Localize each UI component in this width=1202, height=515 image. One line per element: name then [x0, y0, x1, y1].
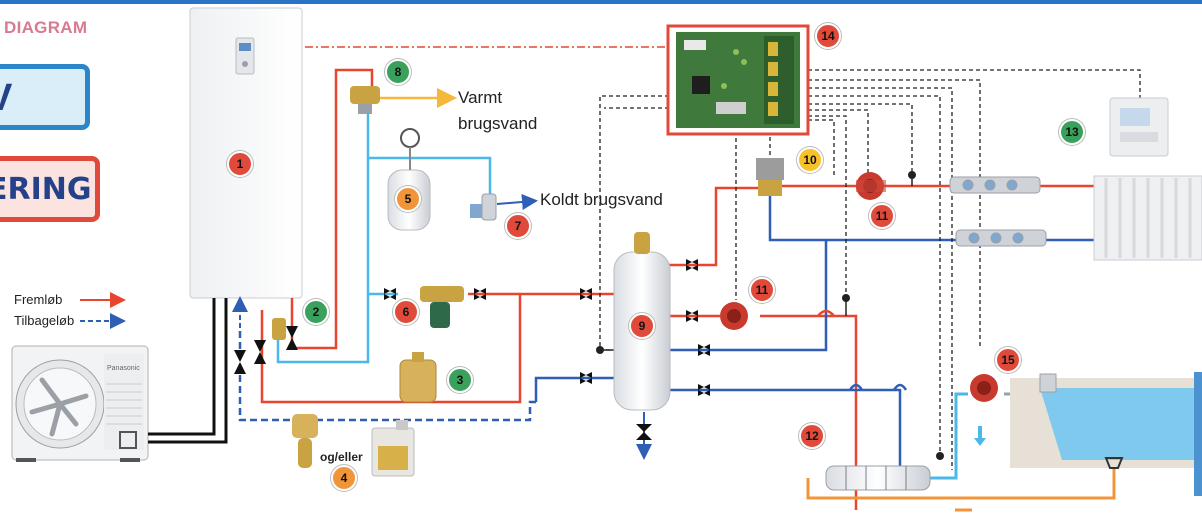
callout-number: 8 [394, 65, 402, 79]
cold-water-lines [276, 108, 492, 364]
callout-3: 3 [447, 367, 473, 393]
callout-10: 10 [797, 147, 823, 173]
callout-number: 13 [1065, 125, 1079, 139]
hot-water-label-line2: brugsvand [458, 114, 538, 133]
callout-number: 5 [404, 192, 412, 206]
floor-manifolds [949, 176, 1047, 247]
hot-water-label-line1: Varmt [458, 88, 503, 107]
expansion-vessel [387, 128, 431, 231]
callout-number: 11 [875, 209, 889, 223]
callout-number: 15 [1001, 353, 1015, 367]
outdoor-unit [11, 345, 149, 462]
pump-icon [720, 302, 748, 330]
callout-number: 12 [805, 429, 819, 443]
callout-2: 2 [303, 299, 329, 325]
callout-12: 12 [799, 423, 825, 449]
controller-board [666, 24, 810, 136]
three-way-valve-10 [756, 158, 784, 196]
cold-water-valve [470, 193, 497, 221]
callout-15: 15 [995, 347, 1021, 373]
callout-number: 7 [514, 219, 522, 233]
return-dashed-line [238, 330, 536, 422]
callout-number: 4 [340, 471, 348, 485]
and-or-label: og/eller [320, 450, 363, 464]
callout-number: 14 [821, 29, 835, 43]
callout-11: 11 [749, 277, 775, 303]
dhw-mixing-valve [350, 86, 380, 114]
callout-7: 7 [505, 213, 531, 239]
thermostat-icon [1109, 97, 1169, 157]
callout-8: 8 [385, 59, 411, 85]
callout-6: 6 [393, 299, 419, 325]
filter [420, 286, 464, 328]
manometer-icon [400, 128, 420, 148]
callout-9: 9 [629, 313, 655, 339]
category-tag-blue-label: V [0, 77, 12, 120]
callout-1: 1 [227, 151, 253, 177]
radiator [1093, 175, 1202, 261]
legend [80, 292, 126, 329]
pool-exchanger-loop [930, 392, 968, 480]
dirt-separator [399, 352, 437, 403]
main-supply-lines [260, 184, 1094, 510]
cold-water-label: Koldt brugsvand [540, 190, 663, 209]
fill-valve [272, 318, 286, 340]
magnetic-filter [292, 414, 318, 468]
refrigerant-lines [148, 298, 228, 444]
inhibitor-canister [371, 420, 415, 477]
pump-icon [970, 374, 998, 402]
callout-4: 4 [331, 465, 357, 491]
pump-icon [856, 172, 886, 200]
callout-5: 5 [395, 186, 421, 212]
callout-number: 1 [236, 157, 244, 171]
legend-supply-label: Fremløb [14, 292, 63, 307]
pool-return-loop [806, 468, 1116, 500]
callout-number: 11 [755, 283, 769, 297]
callout-number: 10 [803, 153, 817, 167]
category-tag-red: ERING [0, 156, 100, 222]
callout-number: 9 [638, 319, 646, 333]
callout-number: 6 [402, 305, 410, 319]
legend-return-label: Tilbageløb [14, 313, 75, 328]
top-rule [0, 0, 1202, 4]
callout-11: 11 [869, 203, 895, 229]
category-tag-blue: V [0, 64, 90, 130]
pool-heat-exchanger [825, 465, 931, 491]
category-tag-red-label: ERING [0, 172, 92, 207]
outdoor-brand: Panasonic [107, 365, 140, 372]
callout-13: 13 [1059, 119, 1085, 145]
swimming-pool [1010, 372, 1202, 496]
callout-number: 2 [312, 305, 320, 319]
callout-number: 3 [456, 373, 464, 387]
callout-14: 14 [815, 23, 841, 49]
page-title: DIAGRAM [4, 18, 88, 37]
valve-icon [234, 259, 710, 440]
